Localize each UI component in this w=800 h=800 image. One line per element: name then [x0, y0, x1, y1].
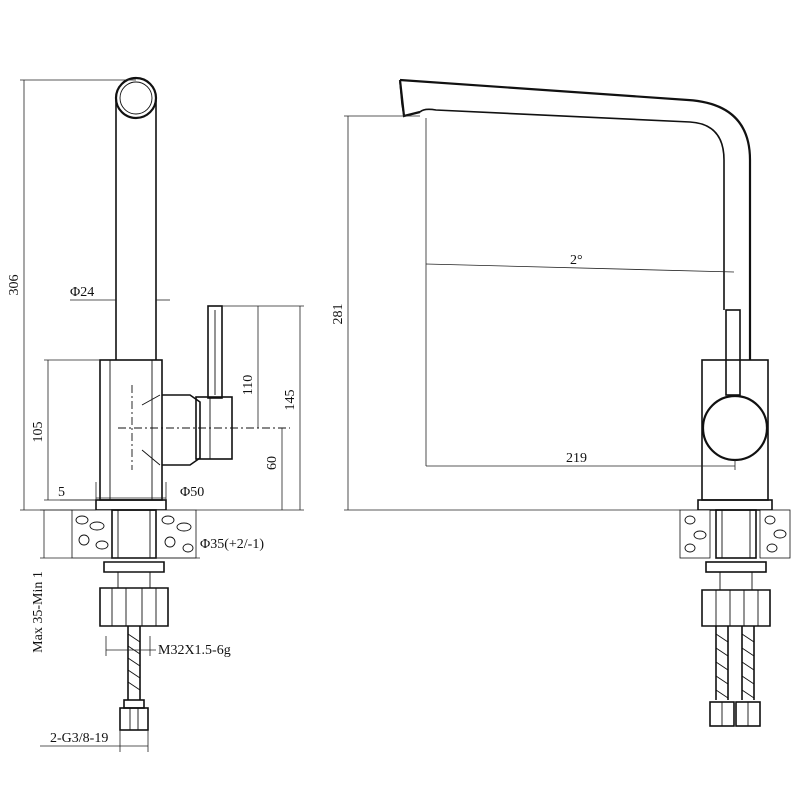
dim-handle-offset: 60 — [265, 456, 280, 470]
dim-counter-thickness: Max 35-Min 1 — [31, 571, 46, 653]
dim-base-diameter: Φ50 — [180, 485, 204, 500]
dim-collar-gap: 5 — [58, 485, 65, 500]
side-view-dimensions: 306 Φ24 105 110 145 60 5 Φ50 Φ35(+2 — [7, 79, 304, 752]
dim-hose-connector: 2-G3/8-19 — [50, 731, 108, 746]
dim-lever-height: 110 — [241, 375, 256, 395]
dim-body-height: 105 — [31, 422, 46, 443]
dim-hole-diameter: Φ35(+2/-1) — [200, 537, 264, 552]
lever-arm — [207, 305, 223, 399]
dim-spout-angle: 2° — [570, 253, 583, 268]
dim-spout-reach: 219 — [566, 451, 587, 466]
dim-total-height: 306 — [7, 275, 22, 296]
spout-end-circle — [114, 76, 158, 120]
dim-spout-height: 281 — [331, 304, 346, 325]
side-view — [71, 76, 290, 731]
front-view-dimensions: 281 2° 219 — [331, 115, 736, 511]
dim-lever-total: 145 — [283, 390, 298, 411]
dim-thread: M32X1.5-6g — [158, 643, 231, 658]
handle-circle — [701, 394, 769, 462]
mounting-nut — [103, 561, 165, 573]
faucet-body — [99, 359, 163, 501]
front-view — [398, 78, 791, 727]
dim-tube-diameter: Φ24 — [70, 285, 94, 300]
supply-hose — [127, 626, 141, 700]
faucet-body-front — [701, 359, 769, 501]
spout-profile — [399, 78, 752, 360]
cartridge — [162, 394, 201, 466]
